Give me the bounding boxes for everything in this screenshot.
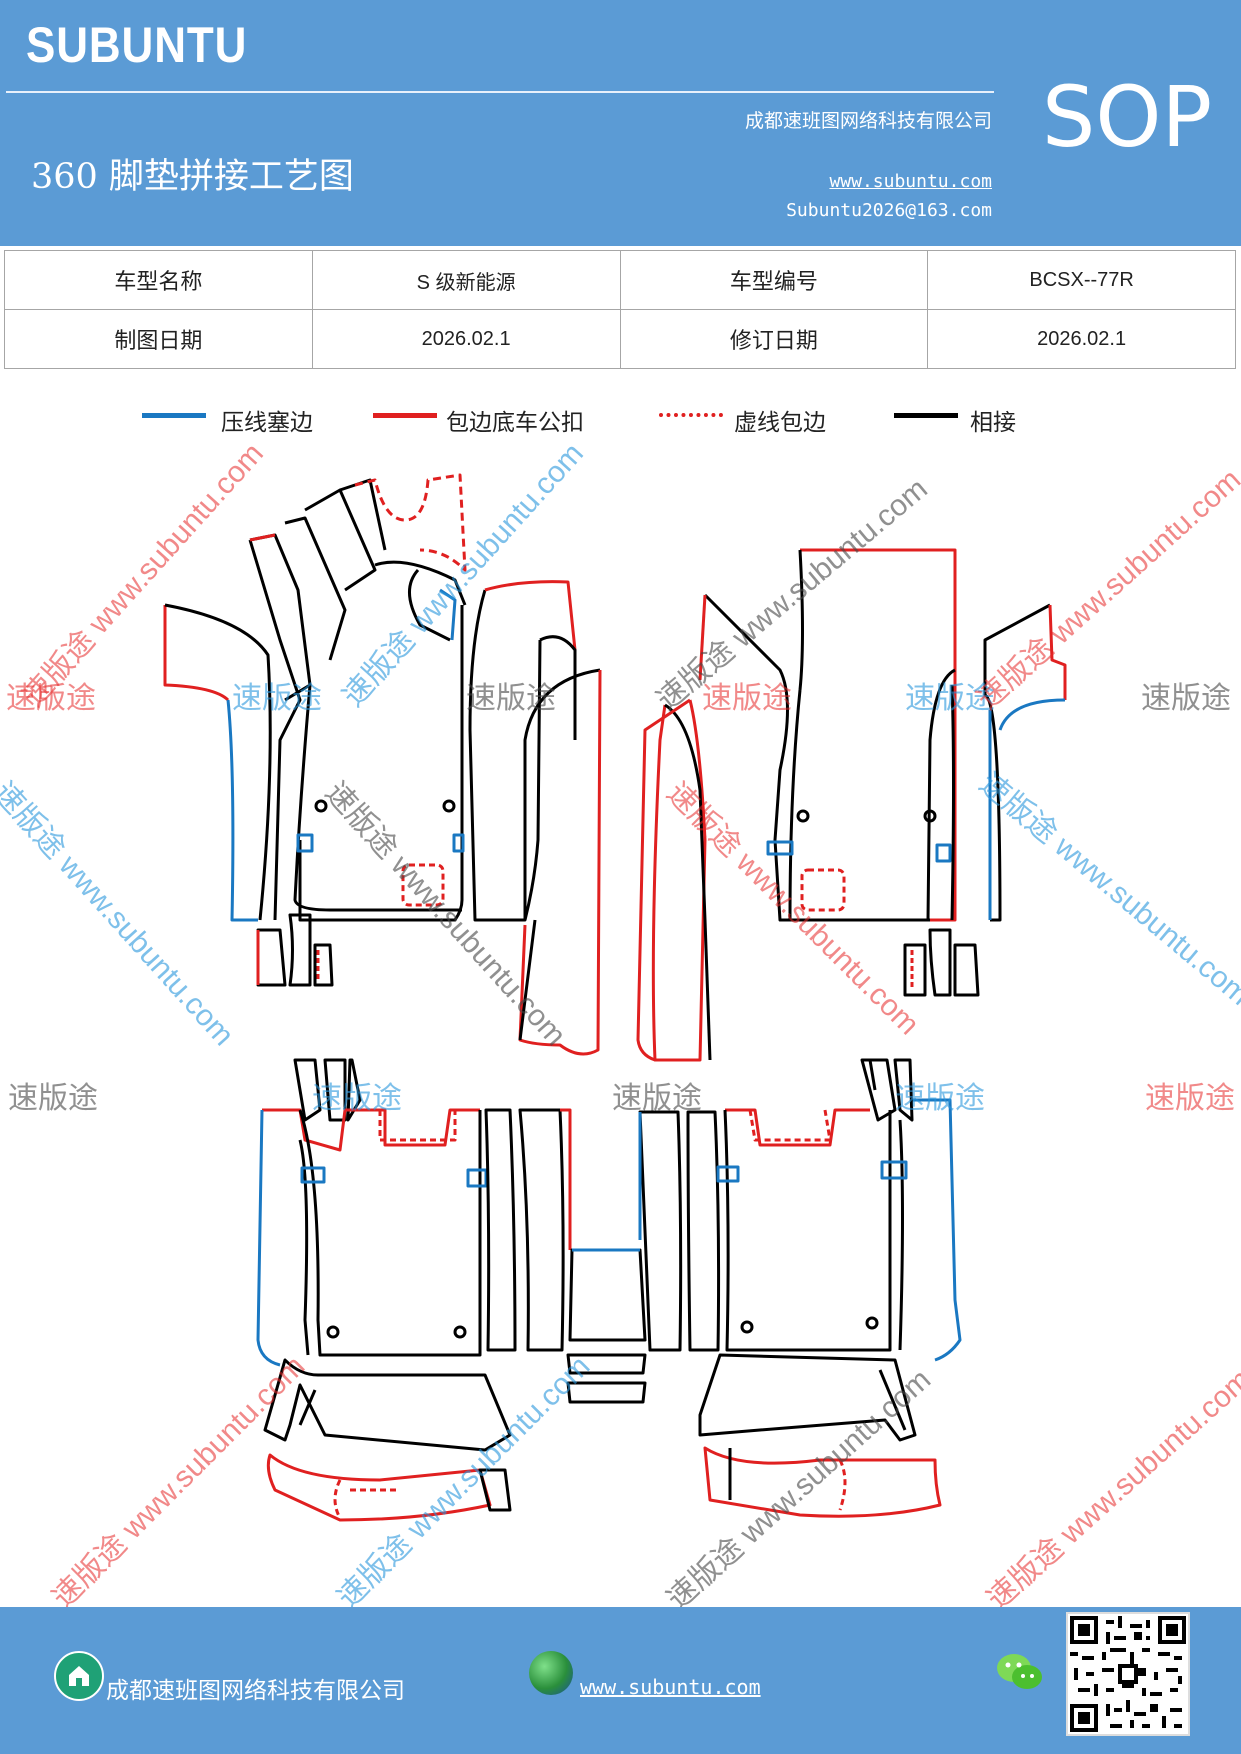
red-dashed-swatch: [659, 413, 723, 417]
header-divider: [6, 91, 994, 93]
watermark-text: 速版途: [895, 1082, 985, 1115]
value-vehicle-code: BCSX--77R: [927, 250, 1236, 310]
legend-item-edge-buckle: 包边底车公扣: [373, 403, 613, 436]
brand-logo: SUBUNTU: [26, 17, 248, 73]
sop-label: SOP: [1042, 68, 1213, 166]
footer-website-link[interactable]: www.subuntu.com: [580, 1675, 761, 1699]
table-row: 制图日期 2026.02.1 修订日期 2026.02.1: [4, 309, 1236, 369]
header-bar: [0, 0, 1241, 246]
rear-right-strips: [638, 1110, 721, 1352]
info-table: 车型名称 S 级新能源 车型编号 BCSX--77R 制图日期 2026.02.…: [4, 250, 1236, 369]
home-icon: [54, 1651, 104, 1701]
value-vehicle-name: S 级新能源: [311, 250, 621, 310]
legend-label: 相接: [970, 410, 1016, 436]
watermark-text: 速版途: [1145, 1082, 1235, 1115]
watermark-text: 速版途: [702, 682, 792, 715]
floor-mat-diagram: 速版途 速版途 速版途 速版途 速版途 速版途 速版途 速版途 速版途 速版途 …: [0, 437, 1241, 1616]
front-left-sill: [468, 580, 602, 1056]
blue-line-swatch: [142, 413, 206, 418]
rear-left-strips: [484, 1108, 572, 1352]
rear-right-mat: [698, 1058, 962, 1518]
watermark-text: 速版途: [612, 1082, 702, 1115]
legend-label: 虚线包边: [734, 410, 826, 436]
watermark-text: 速版途: [312, 1082, 402, 1115]
watermark-text: 速版途: [905, 682, 995, 715]
website-link[interactable]: www.subuntu.com: [829, 171, 992, 192]
watermark-text: 速版途: [232, 682, 322, 715]
mat-layout-svg: [163, 473, 1067, 1522]
watermark-text: 速版途: [6, 682, 96, 715]
center-tunnel-pieces: [566, 1248, 647, 1404]
legend-item-joined: 相接: [894, 403, 1034, 436]
red-line-swatch: [373, 413, 437, 418]
legend-item-dashed-edge: 虚线包边: [659, 403, 859, 436]
table-row: 车型名称 S 级新能源 车型编号 BCSX--77R: [4, 250, 1236, 310]
legend-label: 包边底车公扣: [446, 410, 584, 436]
watermark-text: 速版途: [1141, 682, 1231, 715]
legend-item-press-line: 压线塞边: [142, 403, 342, 436]
wechat-icon: [994, 1650, 1046, 1694]
watermark-text: 速版途: [8, 1082, 98, 1115]
qr-code: [1066, 1612, 1190, 1736]
watermark-text: 速版途: [466, 682, 556, 715]
front-right-mat: [698, 548, 1067, 997]
globe-icon: [529, 1651, 573, 1695]
label-vehicle-code: 车型编号: [619, 250, 929, 310]
label-vehicle-name: 车型名称: [4, 250, 313, 310]
footer-company-name: 成都速班图网络科技有限公司: [106, 1678, 405, 1704]
legend-label: 压线塞边: [221, 410, 313, 436]
label-revision-date: 修订日期: [619, 309, 929, 369]
rear-left-mat: [256, 1058, 512, 1522]
value-revision-date: 2026.02.1: [927, 309, 1236, 369]
black-line-swatch: [894, 413, 958, 418]
email-address: Subuntu2026@163.com: [786, 200, 992, 221]
front-left-mat: [163, 473, 467, 987]
document-title: 360 脚垫拼接工艺图: [31, 157, 354, 197]
value-draw-date: 2026.02.1: [311, 309, 621, 369]
company-name: 成都速班图网络科技有限公司: [744, 110, 992, 132]
front-right-sill: [636, 698, 712, 1062]
label-draw-date: 制图日期: [4, 309, 313, 369]
